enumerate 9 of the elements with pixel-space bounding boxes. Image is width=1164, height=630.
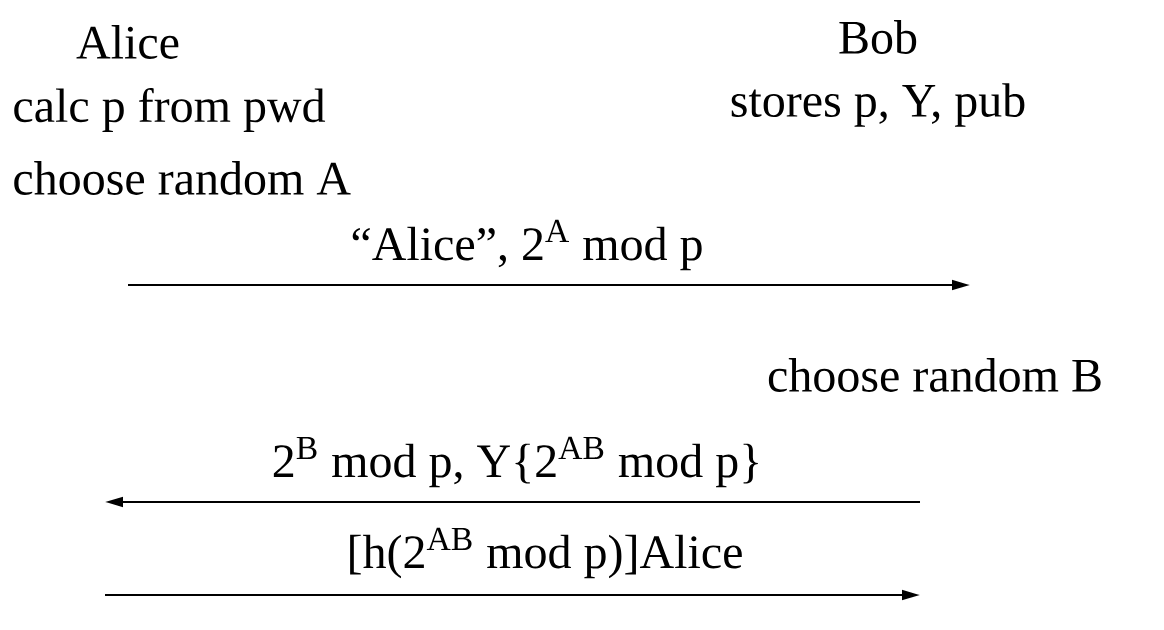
label-text: choose random A (14, 161, 351, 195)
label-text: calc p from pwd (14, 88, 326, 132)
label-text: choose random B (768, 358, 1101, 392)
label-text: [h(2$^{AB}$ mod p)]Alice (350, 527, 742, 579)
label-text: “Alice”, 2$^{A}$ mod p (352, 219, 702, 271)
label-text: 2$^{B}$ mod p, Y{2$^{AB}$ mod p} (273, 436, 758, 488)
label-text: Bob (839, 20, 917, 54)
label-text: stores p, Y, pub (731, 83, 1025, 127)
label-text: Alice (76, 25, 179, 59)
